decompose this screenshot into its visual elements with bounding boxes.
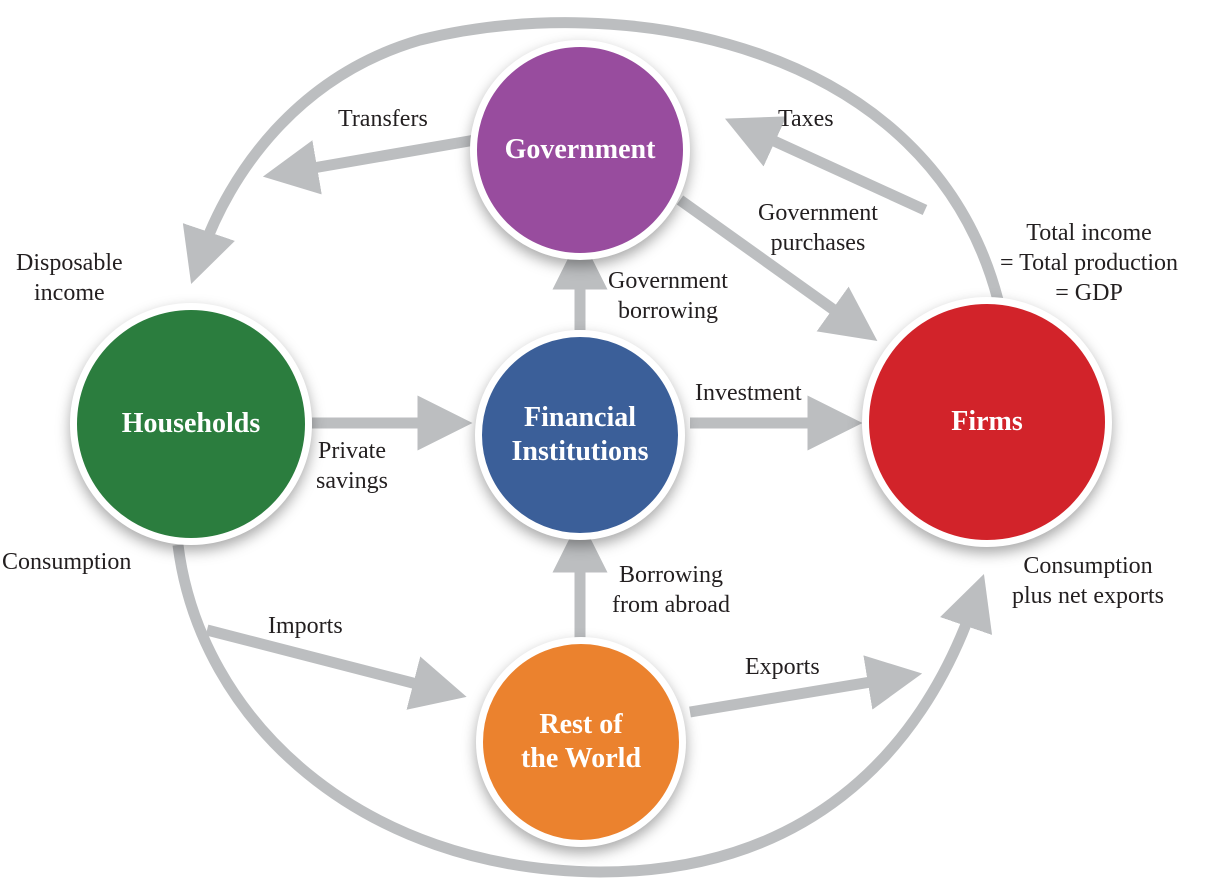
financial-institutions-node: Financial Institutions (475, 330, 685, 540)
arrow-imports (205, 624, 467, 710)
rest-of-world-node: Rest of the World (476, 637, 686, 847)
row-label-line1: Rest of (539, 709, 623, 741)
label-transfers: Transfers (338, 106, 428, 132)
government-label: Government (504, 134, 656, 166)
arrow-taxes (724, 116, 928, 216)
arrow-disposable-income (182, 17, 1004, 302)
label-imports: Imports (268, 613, 343, 639)
arrow-government-purchases (676, 195, 878, 341)
label-exports: Exports (745, 654, 820, 680)
financial-label-line2: Institutions (511, 436, 649, 467)
firms-label: Firms (951, 406, 1023, 438)
label-investment: Investment (695, 380, 802, 406)
government-node: Government (470, 40, 690, 260)
arrow-transfers (262, 134, 476, 195)
arrow-exports (689, 655, 923, 718)
label-taxes: Taxes (778, 106, 834, 132)
households-node: Households (70, 303, 312, 545)
firms-node: Firms (862, 297, 1112, 547)
households-label: Households (121, 408, 261, 440)
arrow-consumption (172, 544, 993, 878)
label-consumption: Consumption (2, 549, 132, 575)
label-total-income: Total income= Total production= GDP (1000, 220, 1179, 306)
financial-label-line1: Financial (523, 402, 636, 434)
row-label-line2: the World (520, 743, 642, 774)
